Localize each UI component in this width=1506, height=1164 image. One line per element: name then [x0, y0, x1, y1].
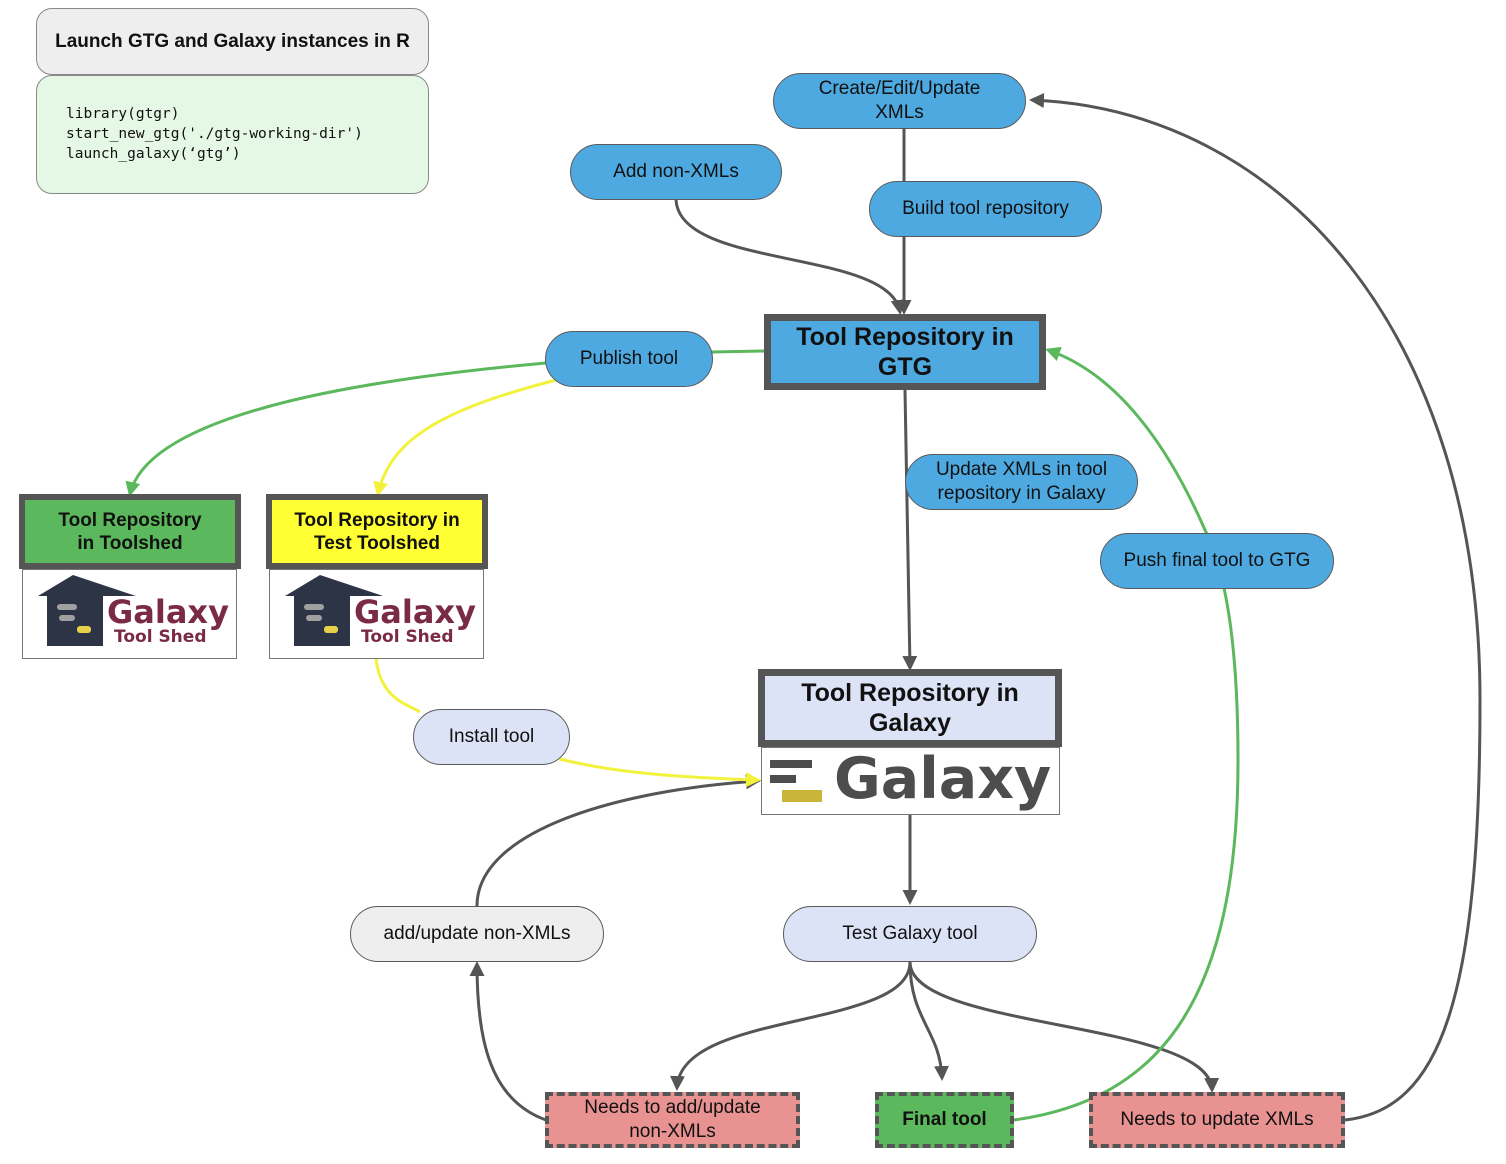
node-publish-tool[interactable]: Publish tool: [545, 331, 713, 387]
arrow-gtg-to-publish: [711, 349, 767, 354]
node-add-update-non-xmls[interactable]: add/update non-XMLs: [350, 906, 604, 962]
galaxy-toolshed-logo: Galaxy Tool Shed: [22, 569, 237, 659]
node-update-xmls-in-galaxy[interactable]: Update XMLs in tool repository in Galaxy: [905, 454, 1138, 510]
galaxy-logo: Galaxy: [761, 746, 1060, 815]
toolshed-logo-word: Galaxy: [354, 593, 476, 631]
node-needs-update-xmls[interactable]: Needs to update XMLs: [1089, 1092, 1345, 1148]
code-line: start_new_gtg('./gtg-working-dir'): [66, 126, 363, 142]
node-build-tool-repository[interactable]: Build tool repository: [869, 181, 1102, 237]
setup-title-text: Launch GTG and Galaxy instances in R: [55, 31, 410, 52]
arrow-add-nonxml-to-repo-gtg: [674, 197, 906, 315]
toolshed-house-icon: [285, 575, 383, 646]
code-line: library(gtgr): [66, 106, 180, 122]
arrow-test-to-needs-nonxml: [670, 961, 912, 1091]
galaxy-test-toolshed-logo: Galaxy Tool Shed: [269, 569, 484, 659]
arrow-needs-xml-to-create: [1029, 93, 1482, 1122]
toolshed-logo-sub: Tool Shed: [114, 627, 207, 647]
node-add-non-xmls[interactable]: Add non-XMLs: [570, 144, 782, 200]
node-install-tool[interactable]: Install tool: [413, 709, 570, 765]
arrow-repo-gtg-to-repo-galaxy: [902, 389, 918, 671]
toolshed-logo-sub: Tool Shed: [361, 627, 454, 647]
arrow-publish-to-toolshed: [125, 361, 547, 497]
setup-title: Launch GTG and Galaxy instances in R: [36, 8, 429, 75]
node-tool-repository-test-toolshed[interactable]: Tool Repository in Test Toolshed: [266, 494, 488, 569]
setup-code-block: library(gtgr) start_new_gtg('./gtg-worki…: [36, 75, 429, 194]
arrow-add-update-nonxml-to-galaxy: [475, 774, 761, 907]
node-tool-repository-gtg[interactable]: Tool Repository in GTG: [764, 314, 1046, 390]
node-tool-repository-toolshed[interactable]: Tool Repository in Toolshed: [19, 494, 241, 569]
node-test-galaxy-tool[interactable]: Test Galaxy tool: [783, 906, 1037, 962]
arrow-test-to-needs-xml: [908, 961, 1220, 1093]
arrow-publish-to-test-toolshed: [373, 378, 557, 497]
node-create-edit-xmls[interactable]: Create/Edit/Update XMLs: [773, 73, 1026, 129]
arrow-final-to-gtg: [1013, 346, 1240, 1122]
arrow-test-toolshed-to-galaxy: [374, 657, 758, 780]
galaxy-bars-icon: [770, 760, 822, 802]
node-needs-add-update-non-xmls[interactable]: Needs to add/update non-XMLs: [545, 1092, 800, 1148]
node-final-tool[interactable]: Final tool: [875, 1092, 1014, 1148]
galaxy-logo-word: Galaxy: [834, 746, 1052, 812]
node-push-final-tool[interactable]: Push final tool to GTG: [1100, 533, 1334, 589]
arrow-needs-nonxml-to-add-update: [469, 961, 547, 1122]
toolshed-logo-word: Galaxy: [107, 593, 229, 631]
node-tool-repository-galaxy[interactable]: Tool Repository in Galaxy: [758, 669, 1062, 747]
arrow-test-to-final: [908, 961, 949, 1081]
toolshed-house-icon: [38, 575, 136, 646]
code-line: launch_galaxy(‘gtg’): [66, 146, 241, 162]
